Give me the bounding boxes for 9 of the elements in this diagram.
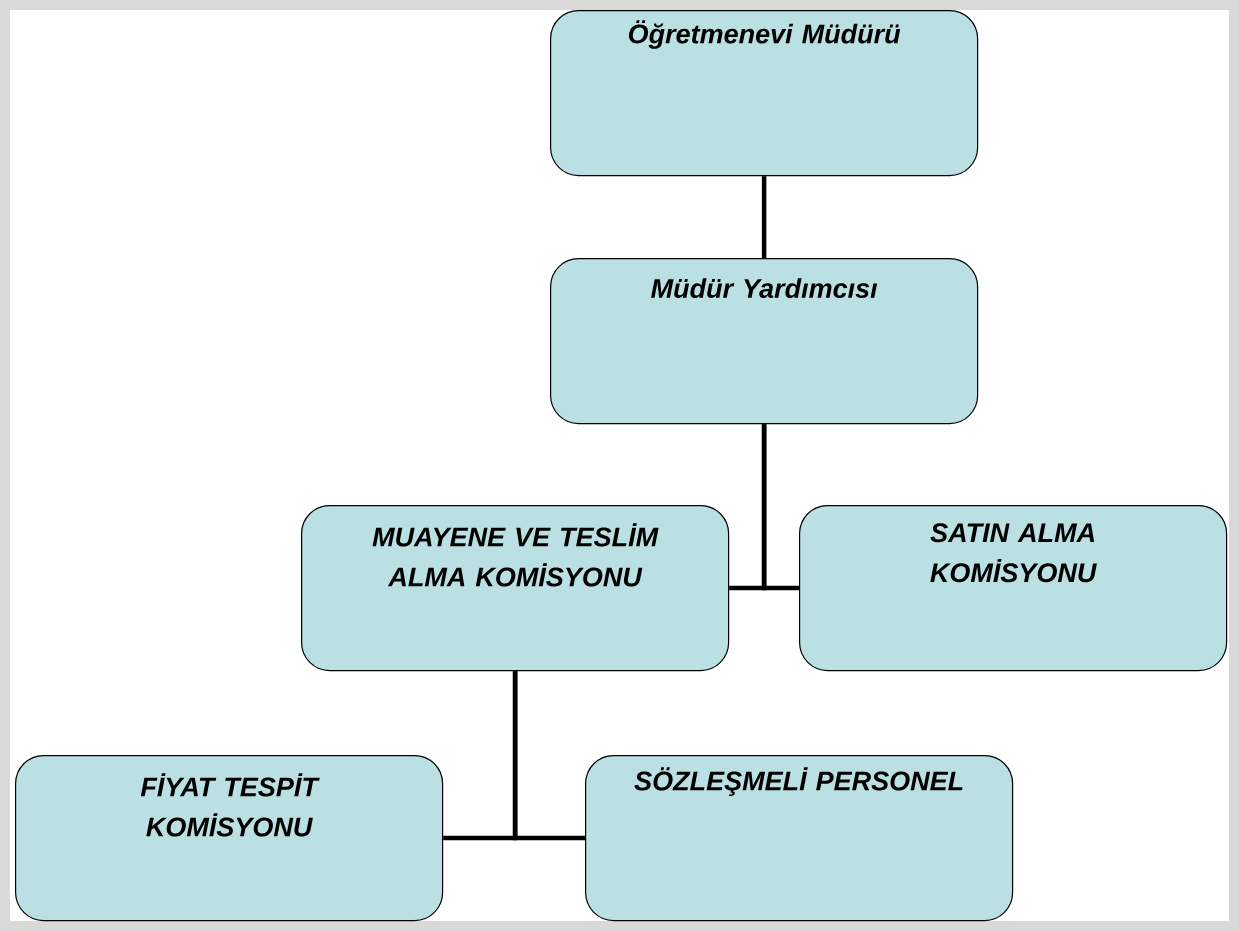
org-box: Öğretmenevi Müdürü [550, 10, 979, 177]
org-box: SATIN ALMA KOMİSYONU [799, 505, 1228, 672]
connector-line [761, 176, 767, 258]
org-box: SÖZLEŞMELİ PERSONEL [585, 755, 1014, 922]
org-box: MUAYENE VE TESLİM ALMA KOMİSYONU [301, 505, 730, 672]
org-box: Müdür Yardımcısı [550, 258, 979, 425]
connector-line [512, 671, 585, 841]
connector-line [761, 424, 799, 591]
org-box: FİYAT TESPİT KOMİSYONU [15, 755, 444, 922]
